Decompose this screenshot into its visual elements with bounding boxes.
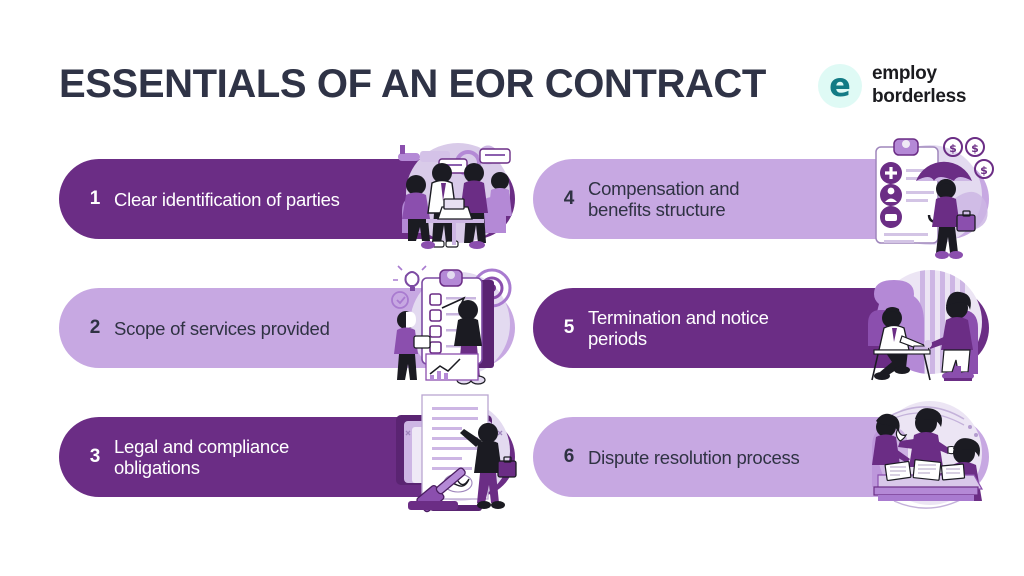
item-number: 4 [563,188,575,209]
list-item[interactable]: 5 Termination and notice periods [524,262,994,392]
team-meeting-table-icon [384,133,524,263]
logo-circle-icon: e [818,64,862,108]
item-label: Termination and notice periods [588,307,769,349]
item-number: 6 [563,446,575,467]
benefits-umbrella-coins-icon: $ $ $ [858,133,998,263]
logo-line-employ: employ [872,63,937,84]
list-item[interactable]: 1 Clear identification of parties [50,133,520,263]
item-label: Legal and compliance obligations [114,436,289,478]
svg-text:$: $ [949,142,957,155]
contract-document-gavel-icon [384,391,524,521]
two-people-desk-conversation-icon [858,262,998,392]
item-label: Clear identification of parties [114,188,340,210]
item-number: 2 [89,317,101,338]
list-item[interactable]: 4 Compensation and benefits structure [524,133,994,263]
item-label: Dispute resolution process [588,446,800,468]
svg-text:$: $ [980,164,988,177]
item-number: 1 [89,188,101,209]
list-item[interactable]: 3 Legal and compliance obligations [50,391,520,521]
brand-logo: e employ borderless [818,58,983,114]
item-label: Scope of services provided [114,317,330,339]
svg-text:$: $ [971,142,979,155]
item-number: 5 [563,317,575,338]
clipboard-checklist-lightbulb-icon [384,262,524,392]
logo-wordmark: employ borderless [872,62,966,108]
logo-line-borderless: borderless [872,86,967,107]
list-item[interactable]: 2 Scope of services provided [50,262,520,392]
item-label: Compensation and benefits structure [588,178,740,220]
list-item[interactable]: 6 Dispute resolution process [524,391,994,521]
logo-letter-e: e [829,66,851,104]
header: ESSENTIALS OF AN EOR CONTRACT e employ b… [0,0,1024,140]
page-title: ESSENTIALS OF AN EOR CONTRACT [59,62,766,106]
group-discussion-papers-icon [858,391,998,521]
item-number: 3 [89,446,101,467]
